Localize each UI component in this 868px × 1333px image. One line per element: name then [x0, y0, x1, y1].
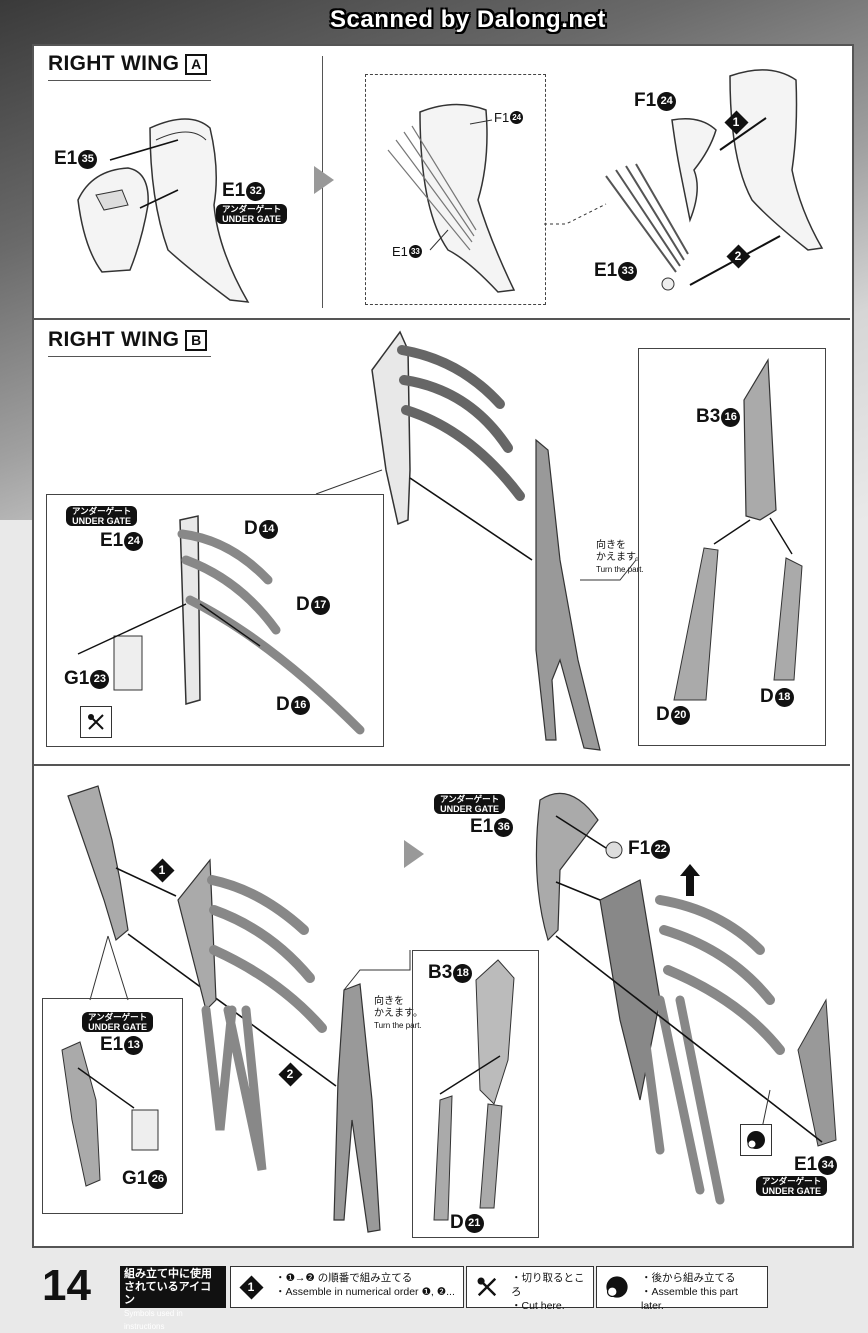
nipper-cut-icon — [80, 706, 112, 738]
step-number-icon: 1 — [235, 1271, 267, 1303]
legend-item-assemble-later: ・後から組み立てる ・Assemble this part later. — [596, 1266, 768, 1312]
page-number: 14 — [42, 1261, 91, 1310]
blade-pair-drawing — [333, 983, 381, 1233]
nipper-cut-icon-legend — [471, 1271, 503, 1303]
under-gate-tag-b: アンダーゲート UNDER GATE — [66, 506, 138, 526]
under-gate-tag-a: アンダーゲート UNDER GATE — [216, 204, 288, 224]
e1-33-fins-drawing — [605, 163, 689, 273]
under-gate-tag-c-left: アンダーゲート UNDER GATE — [82, 1012, 154, 1032]
inset-e1-leader — [429, 229, 449, 251]
turn-note-c: 向きを かえます。 Turn the part. — [374, 996, 423, 1030]
inset-connector — [544, 203, 607, 225]
d-18-blade-drawing — [773, 557, 803, 681]
detail-inset-b-left — [46, 494, 384, 747]
legend-item-step-order: 1 ・❶→❷ の順番で組み立てる ・Assemble in numerical … — [230, 1266, 464, 1308]
under-gate-tag-c-bottom: アンダーゲート UNDER GATE — [756, 1176, 828, 1196]
section-b-badge: B — [185, 329, 208, 351]
section-b-title: RIGHT WING B — [48, 328, 212, 357]
step-1-marker-a: 1 — [724, 110, 748, 134]
step-2-marker-a: 2 — [726, 244, 750, 268]
a-arrow-line-1 — [109, 139, 179, 161]
flow-arrow-c — [404, 840, 424, 868]
wing-body-drawing — [729, 69, 824, 251]
up-arrow-icon — [680, 864, 700, 896]
section-a-title-text: RIGHT WING — [48, 52, 180, 75]
section-a-underline — [48, 80, 212, 81]
section-a-title: RIGHT WING A — [48, 52, 212, 81]
section-divider-b-c — [32, 764, 850, 766]
section-a-badge: A — [185, 53, 208, 75]
flow-arrow-a — [314, 166, 334, 194]
e1-13-frame-drawing — [67, 785, 129, 942]
detail-inset-c-mid — [412, 950, 539, 1238]
under-gate-tag-c-right: アンダーゲート UNDER GATE — [434, 794, 506, 814]
step-2-marker-c: 2 — [278, 1062, 302, 1086]
long-blade-drawing — [535, 438, 601, 751]
section-b-underline — [48, 356, 212, 357]
e1-32-part-drawing — [149, 118, 250, 303]
section-divider-a-b — [32, 318, 850, 320]
detail-inset-a — [365, 74, 546, 305]
detail-inset-c-left — [42, 998, 183, 1214]
scan-credit: Scanned by Dalong.net — [330, 6, 606, 33]
section-b-title-text: RIGHT WING — [48, 328, 180, 351]
turn-note-b: 向きを かえます。 Turn the part. — [596, 540, 645, 574]
legend-item-cut-here: ・切り取るところ ・Cut here. — [466, 1266, 594, 1312]
d-20-blade-drawing — [673, 547, 719, 701]
inset-f1-leader — [469, 119, 493, 125]
legend-title: 組み立て中に使用 されているアイコン Symbols used in instr… — [120, 1266, 226, 1331]
a-arrow-line-2 — [139, 189, 179, 209]
b3-16-part-drawing — [743, 358, 777, 521]
assemble-later-icon — [601, 1271, 633, 1303]
a-step1-arrow — [719, 117, 767, 151]
detail-inset-b-right — [638, 348, 826, 746]
step-1-marker-c: 1 — [150, 858, 174, 882]
assemble-later-icon-c — [740, 1124, 772, 1156]
inset-wing-assembly-drawing — [419, 103, 516, 293]
f1-24-claw-drawing — [671, 118, 717, 223]
b-assembly-arrow — [409, 477, 533, 561]
g1-23-clip-drawing — [113, 635, 143, 691]
